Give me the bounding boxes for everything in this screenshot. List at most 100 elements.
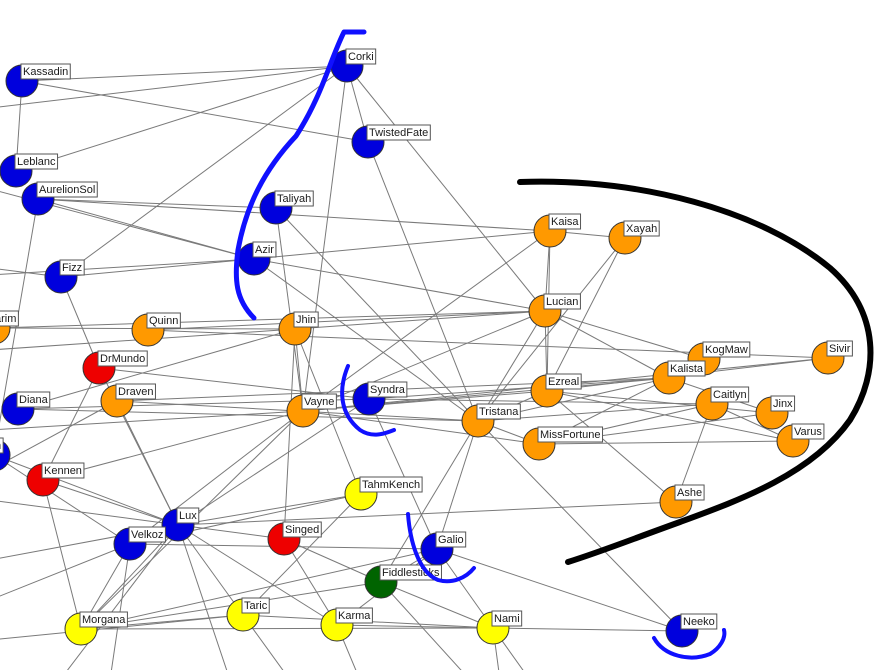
node-corki[interactable]: Corki — [330, 48, 377, 83]
node-karma[interactable]: Karma — [320, 607, 373, 642]
node-fizz[interactable]: Fizz — [44, 259, 85, 294]
node-galio[interactable]: Galio — [420, 531, 467, 566]
node-label: Kassadin — [23, 66, 68, 78]
graph-edge — [302, 65, 348, 412]
node-label: Karma — [338, 610, 371, 622]
node-label-box — [16, 391, 51, 408]
graph-edge — [492, 627, 683, 632]
node-label: DrMundo — [100, 353, 145, 365]
node-label-box — [770, 395, 796, 412]
node-arim[interactable]: arim — [0, 310, 19, 344]
node-label-box — [435, 531, 467, 548]
node-label-box — [97, 350, 148, 367]
graph-edge — [110, 543, 131, 670]
node-syndra[interactable]: Syndra — [352, 381, 408, 416]
graph-edge — [275, 207, 479, 422]
annotation-stroke-syndra — [340, 364, 396, 437]
graph-edge — [380, 420, 479, 583]
node-quinn[interactable]: Quinn — [131, 312, 181, 347]
node-label: Sivir — [829, 343, 851, 355]
node-azir[interactable]: Azir — [237, 241, 277, 276]
node-label: Jinx — [773, 398, 793, 410]
node-vayne[interactable]: Vayne — [286, 393, 337, 428]
node-label-box — [623, 220, 660, 237]
node-tristana[interactable]: Tristana — [461, 403, 521, 438]
node-missfortune[interactable]: MissFortune — [522, 426, 604, 461]
graph-edge — [544, 310, 705, 360]
graph-edge — [283, 538, 338, 626]
node-fiddlesticks[interactable]: Fiddlesticks — [364, 564, 442, 599]
node-morgana[interactable]: Morgana — [64, 611, 128, 646]
graph-edge — [546, 237, 626, 392]
graph-edge — [60, 230, 551, 278]
node-twistedfate[interactable]: TwistedFate — [351, 124, 431, 159]
graph-edge — [66, 524, 179, 670]
graph-edge — [477, 310, 546, 422]
node-label: Vayne — [304, 396, 334, 408]
node-caitlyn[interactable]: Caitlyn — [695, 386, 750, 421]
node-lucian[interactable]: Lucian — [528, 293, 581, 328]
node-draven[interactable]: Draven — [100, 383, 156, 418]
nodes-layer: Kassadin CorkiTwistedFateLeblancAurelionS… — [0, 48, 853, 648]
graph-edge — [436, 548, 683, 632]
node-singed[interactable]: Singed — [267, 521, 322, 556]
graph-edge — [283, 328, 296, 540]
node-drmundo[interactable]: DrMundo — [82, 350, 148, 385]
node-xayah[interactable]: Xayah — [608, 220, 660, 255]
node-label: Fizz — [62, 262, 82, 274]
node-label-box — [176, 507, 200, 524]
node-nami[interactable]: Nami — [476, 610, 523, 645]
graph-edge — [17, 408, 479, 422]
graph-edge — [177, 524, 228, 670]
node-ashe[interactable]: Ashe — [659, 484, 705, 519]
node-label: Varus — [794, 426, 822, 438]
node-label: MissFortune — [540, 429, 601, 441]
annotation-stroke-orange-cluster — [517, 178, 874, 565]
node-diana[interactable]: Diana — [1, 391, 51, 426]
node-kalista[interactable]: Kalista — [652, 360, 706, 395]
node-label-box — [680, 613, 718, 630]
node-leblanc[interactable]: Leblanc — [0, 153, 59, 188]
node-varus[interactable]: Varus — [776, 423, 825, 458]
node-label: Ezreal — [548, 376, 579, 388]
graph-edge — [60, 65, 348, 278]
node-label-box — [537, 426, 604, 443]
graph-edge — [147, 310, 546, 331]
graph-edge — [368, 377, 670, 400]
node-label: Velkoz — [131, 529, 163, 541]
node-label-box — [41, 462, 85, 479]
node-label-box — [36, 181, 98, 198]
node-aurelionsol[interactable]: AurelionSol — [21, 181, 98, 216]
node-taric[interactable]: Taric — [226, 597, 270, 632]
node-label: Azir — [255, 244, 274, 256]
node-label-box — [0, 310, 19, 327]
node-kennen[interactable]: Kennen — [26, 462, 85, 497]
node-label: TwistedFate — [369, 127, 428, 139]
node-tahmkench[interactable]: TahmKench — [344, 476, 423, 511]
graph-edge — [15, 65, 348, 172]
node-kaisa[interactable]: Kaisa — [533, 213, 582, 248]
node-kassadin[interactable]: Kassadin — [5, 63, 71, 98]
graph-edge — [177, 398, 370, 526]
graph-edge — [17, 328, 296, 410]
graph-edge — [242, 493, 362, 616]
node-label: Lucian — [546, 296, 578, 308]
node-sivir[interactable]: Sivir — [811, 340, 853, 375]
node-velkoz[interactable]: Velkoz — [113, 526, 166, 561]
node-label: AurelionSol — [39, 184, 95, 196]
node-label: Diana — [19, 394, 49, 406]
node-h[interactable]: h — [0, 437, 11, 471]
graph-edge — [368, 398, 438, 550]
node-taliyah[interactable]: Taliyah — [259, 190, 314, 225]
graph-edge — [294, 310, 546, 330]
node-label-box — [79, 611, 128, 628]
node-label-box — [826, 340, 853, 357]
node-ezreal[interactable]: Ezreal — [530, 373, 582, 408]
graph-edge — [380, 581, 494, 629]
node-neeko[interactable]: Neeko — [665, 613, 718, 648]
node-label: Lux — [179, 510, 197, 522]
node-lux[interactable]: Lux — [161, 507, 200, 542]
graph-edge — [80, 627, 494, 630]
node-jinx[interactable]: Jinx — [755, 395, 796, 430]
node-jhin[interactable]: Jhin — [278, 311, 319, 346]
